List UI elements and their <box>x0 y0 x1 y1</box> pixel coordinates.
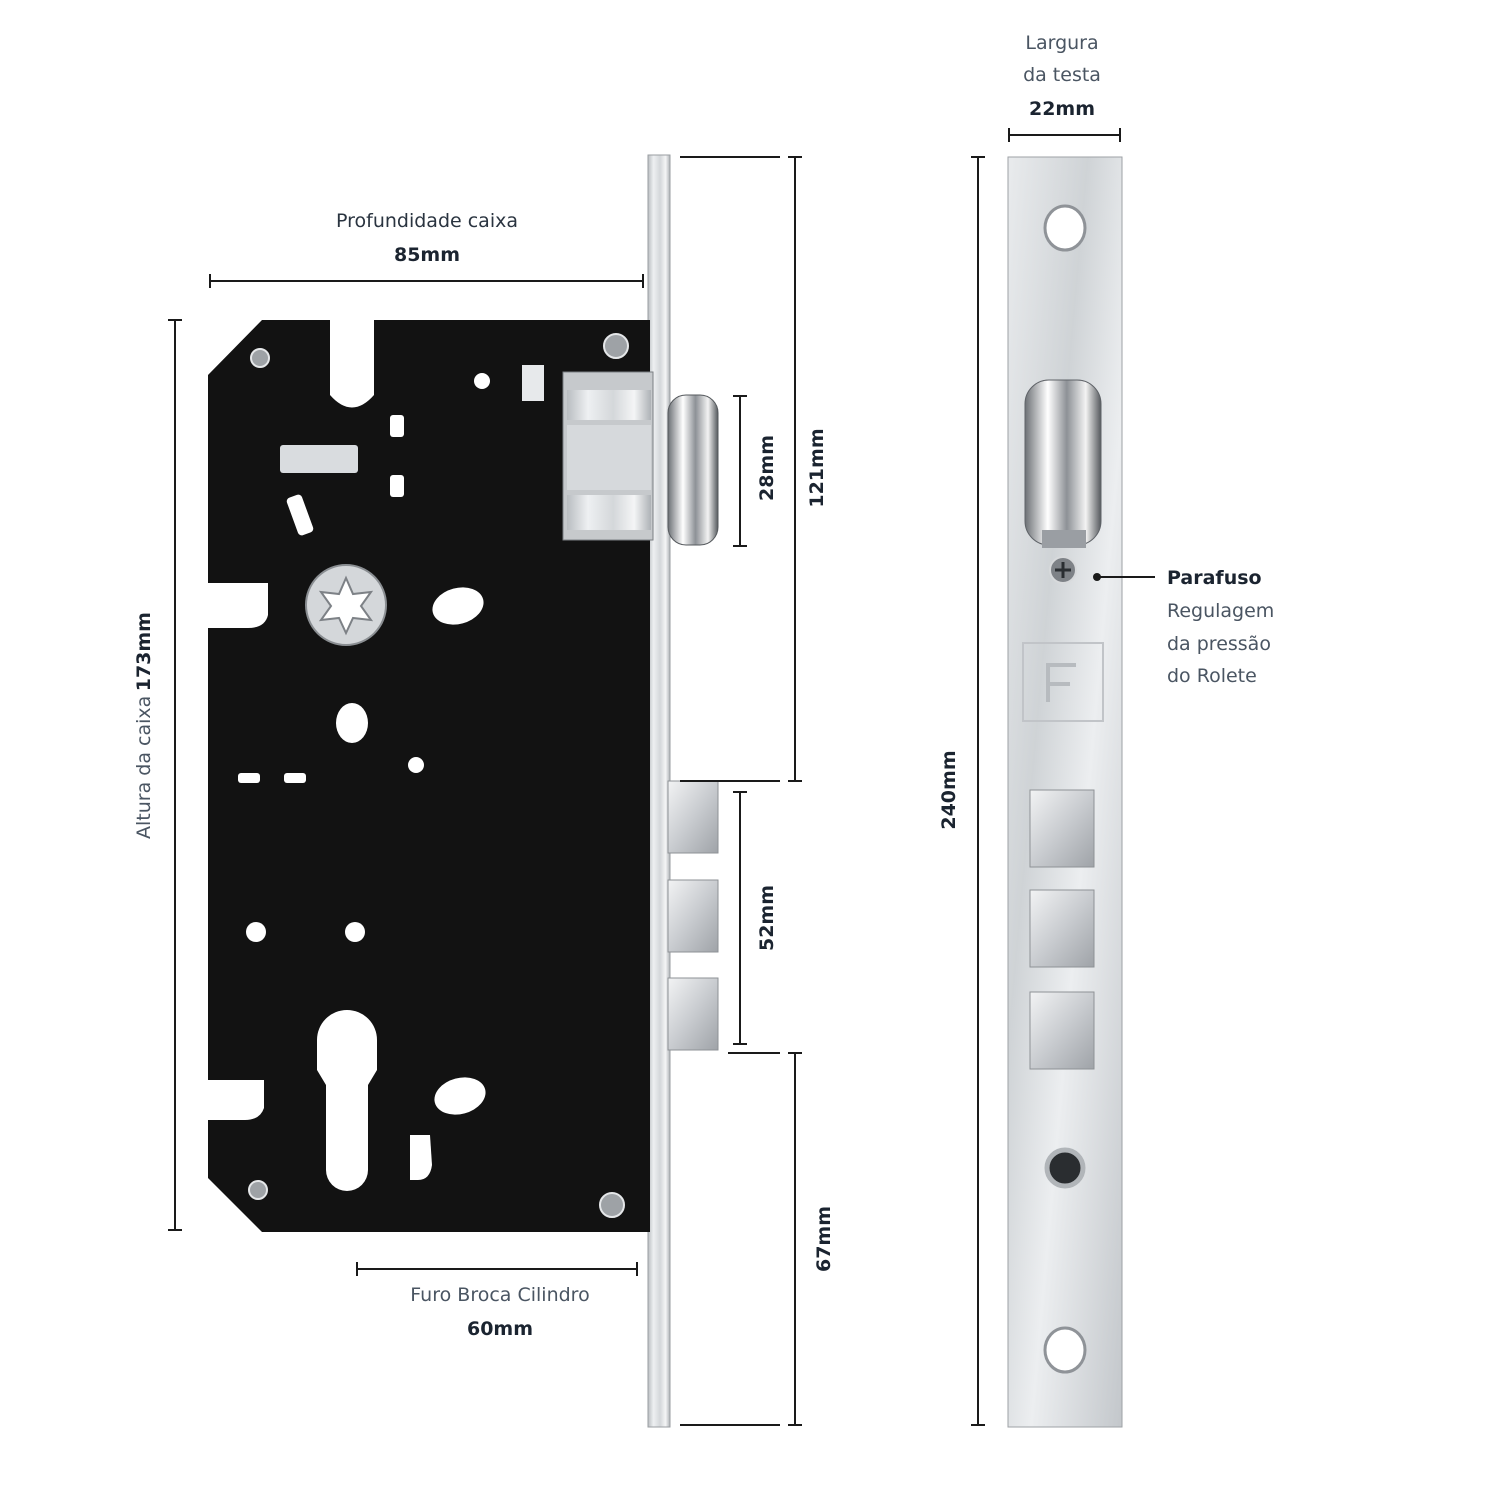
faceplate-bolt-2 <box>1029 889 1095 968</box>
latch-height-value: 28mm <box>756 434 778 502</box>
case-screws <box>248 333 629 1218</box>
screw-callout-title: Parafuso <box>1167 567 1262 589</box>
dimension-lines <box>168 128 1155 1426</box>
faceplate-screw-hole-bottom <box>1043 1326 1087 1374</box>
deadbolt-2 <box>667 879 719 953</box>
faceplate-width-label-line2: da testa <box>1023 64 1101 86</box>
faceplate-front <box>1007 156 1123 1428</box>
box-depth-label: Profundidade caixa <box>335 210 519 232</box>
deadbolt-1 <box>667 780 719 854</box>
callout-dot <box>1093 573 1101 581</box>
box-height-label: Altura da caixa <box>133 695 155 839</box>
cylinder-drill-label: Furo Broca Cilindro <box>410 1284 590 1306</box>
screw-callout-line2: da pressão <box>1167 633 1271 655</box>
bottom-section-value: 67mm <box>813 1205 835 1273</box>
cylinder-drill-value: 60mm <box>466 1318 534 1340</box>
deadbolt-3 <box>667 977 719 1051</box>
faceplate-screw-hole-top <box>1043 204 1087 252</box>
faceplate-bolt-1 <box>1029 789 1095 868</box>
brand-logo <box>1022 642 1104 722</box>
lock-body <box>208 154 719 1428</box>
top-to-bolts-value: 121mm <box>806 428 828 508</box>
screw-callout-line1: Regulagem <box>1167 600 1275 622</box>
cylinder-hole <box>317 1010 377 1191</box>
box-height-annotation: Altura da caixa 173mm <box>133 612 157 839</box>
adjustment-screw <box>1049 556 1077 584</box>
box-depth-value: 85mm <box>393 244 461 266</box>
faceplate-height-value: 240mm <box>938 750 960 830</box>
faceplate-width-value: 22mm <box>1028 98 1096 120</box>
faceplate-width-label-line1: Largura <box>1025 32 1099 54</box>
bolts-span-value: 52mm <box>756 884 778 952</box>
screw-callout-line3: do Rolete <box>1167 665 1257 687</box>
faceplate-hole <box>1044 1147 1086 1189</box>
faceplate-bolt-3 <box>1029 991 1095 1070</box>
faceplate-roller-latch <box>1024 379 1102 546</box>
roller-latch <box>667 394 719 546</box>
case-body <box>208 320 650 1232</box>
box-height-value: 173mm <box>133 612 155 692</box>
side-faceplate <box>647 154 671 1428</box>
